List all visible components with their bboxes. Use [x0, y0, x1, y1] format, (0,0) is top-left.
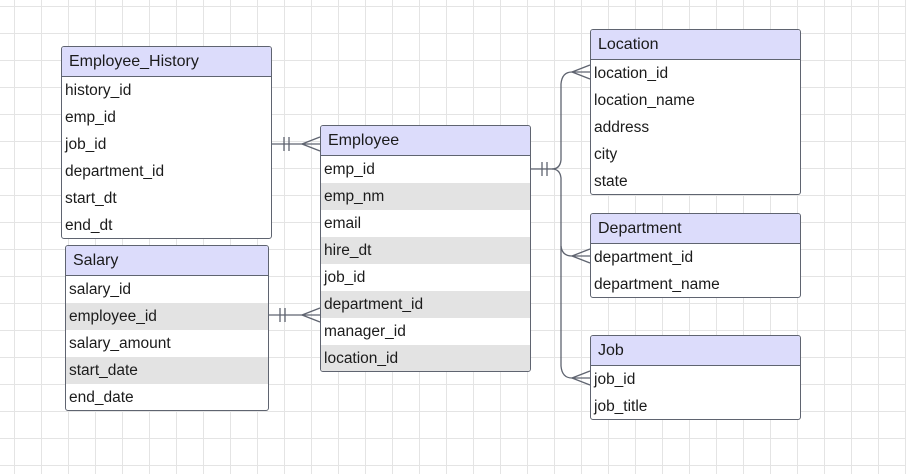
entity-job[interactable]: Job job_id job_title	[590, 335, 801, 420]
field-row[interactable]: location_name	[594, 92, 695, 109]
field-row[interactable]: city	[594, 146, 618, 163]
crowfoot-many-marker	[301, 136, 321, 152]
entity-title: Department	[591, 214, 800, 244]
relationship-employee-lookups	[530, 64, 591, 386]
relationship-employee-history-employee	[271, 136, 321, 152]
entity-salary[interactable]: Salary salary_id employee_id salary_amount…	[65, 245, 269, 411]
entity-title: Employee_History	[62, 47, 271, 77]
crowfoot-many-marker	[301, 307, 321, 323]
field-row[interactable]: emp_id	[65, 109, 116, 126]
field-row[interactable]: start_dt	[65, 190, 117, 207]
crowfoot-many-marker	[571, 248, 591, 264]
crowfoot-many-marker	[571, 370, 591, 386]
entity-title: Location	[591, 30, 800, 60]
entity-title: Employee	[321, 126, 530, 156]
field-row[interactable]: salary_id	[69, 281, 132, 298]
field-row[interactable]: department_id	[321, 291, 530, 318]
field-row[interactable]: end_date	[69, 389, 134, 406]
field-row[interactable]: address	[594, 119, 650, 136]
field-row[interactable]: job_id	[594, 371, 636, 388]
field-row[interactable]: end_dt	[65, 217, 113, 234]
entity-title: Job	[591, 336, 800, 366]
crowfoot-many-marker	[571, 64, 591, 80]
field-row[interactable]: location_id	[321, 345, 530, 371]
field-row[interactable]: email	[324, 215, 362, 232]
relationship-salary-employee	[268, 307, 321, 323]
field-row[interactable]: location_id	[594, 65, 669, 82]
field-row[interactable]: department_id	[594, 249, 694, 266]
field-row[interactable]: state	[594, 173, 628, 190]
entity-department[interactable]: Department department_id department_name	[590, 213, 801, 298]
field-row[interactable]: manager_id	[324, 323, 406, 340]
field-row[interactable]: history_id	[65, 82, 132, 99]
field-row[interactable]: emp_id	[324, 161, 375, 178]
field-row[interactable]: department_id	[65, 163, 165, 180]
field-row[interactable]: start_date	[66, 357, 268, 384]
field-row[interactable]: department_name	[594, 276, 720, 293]
field-row[interactable]: hire_dt	[321, 237, 530, 264]
field-row[interactable]: job_id	[324, 269, 366, 286]
entity-title: Salary	[66, 246, 268, 276]
field-row[interactable]: salary_amount	[69, 335, 171, 352]
field-row[interactable]: employee_id	[66, 303, 268, 330]
field-row[interactable]: job_id	[65, 136, 107, 153]
field-row[interactable]: job_title	[594, 398, 648, 415]
field-row[interactable]: emp_nm	[321, 183, 530, 210]
